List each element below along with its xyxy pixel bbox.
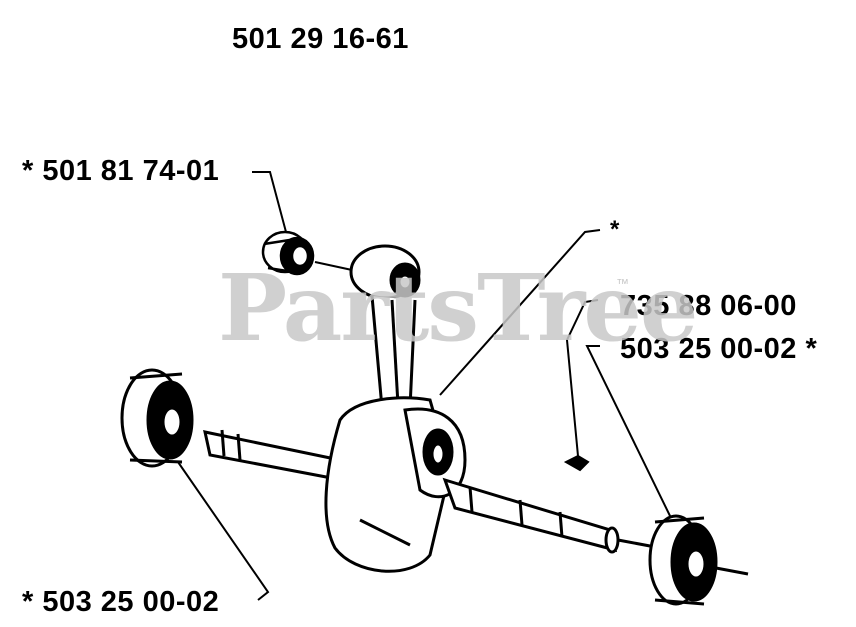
leader-bearing-left: [177, 461, 270, 601]
trademark-symbol: ™: [616, 276, 629, 291]
assembly-part-number: 501 29 16-61: [232, 23, 409, 55]
label-bearing-left[interactable]: * 503 25 00-02: [22, 586, 220, 618]
leader-connecting-rod: [439, 229, 601, 396]
label-bearing-right[interactable]: 503 25 00-02 *: [620, 333, 818, 365]
needle-bearing-part: [261, 230, 315, 276]
crankshaft-part: [203, 396, 651, 573]
main-bearing-left: [120, 368, 194, 468]
leader-needle-bearing: [252, 171, 287, 233]
partstree-watermark: PartsTree: [218, 254, 698, 362]
leader-key: [565, 299, 599, 457]
label-connecting-rod[interactable]: *: [610, 216, 620, 243]
label-needle-bearing[interactable]: * 501 81 74-01: [22, 155, 220, 187]
label-key[interactable]: 735 88 06-00: [620, 290, 797, 322]
main-bearing-right: [648, 514, 749, 606]
connecting-rod-part: [349, 244, 421, 410]
leader-bearing-right: [585, 345, 673, 521]
woodruff-key-part: [563, 454, 590, 472]
